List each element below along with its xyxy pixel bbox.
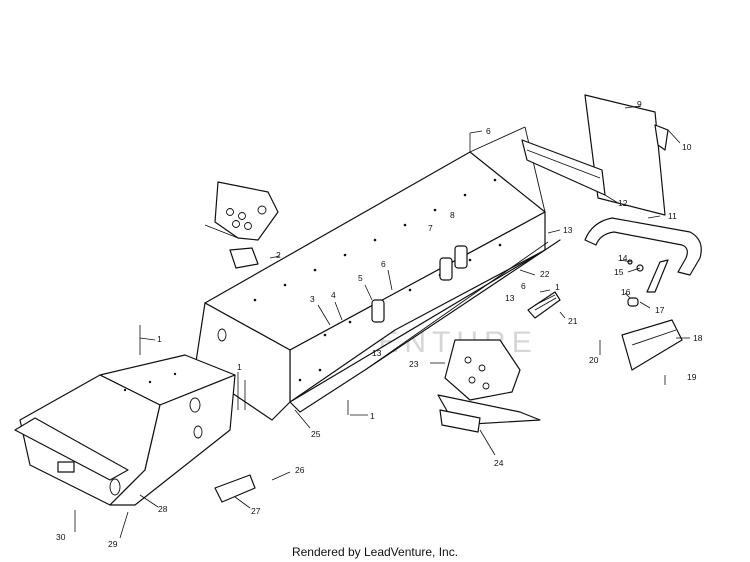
callout-13: 13 — [372, 348, 382, 358]
callout-30: 30 — [56, 532, 66, 542]
callout-14: 14 — [618, 253, 628, 263]
bracket-part-23 — [444, 339, 521, 401]
bracket-part-2 — [204, 181, 279, 269]
handle-part-11 — [584, 217, 702, 293]
callout-7: 7 — [428, 223, 433, 233]
callout-1: 1 — [555, 282, 560, 292]
leader-lines — [74, 105, 690, 539]
callout-24: 24 — [494, 458, 504, 468]
callout-23: 23 — [409, 359, 419, 369]
callout-6: 6 — [381, 259, 386, 269]
front-pan-part-28 — [14, 354, 236, 506]
panel-part-9 — [584, 94, 669, 216]
callout-8: 8 — [450, 210, 455, 220]
callout-26: 26 — [295, 465, 305, 475]
callout-2: 2 — [276, 250, 281, 260]
callout-18: 18 — [693, 333, 703, 343]
callout-3: 3 — [310, 294, 315, 304]
callout-10: 10 — [682, 142, 692, 152]
callout-9: 9 — [637, 99, 642, 109]
callout-20: 20 — [589, 355, 599, 365]
rail-part-24 — [437, 394, 541, 433]
callout-25: 25 — [311, 429, 321, 439]
footrest-part-21 — [527, 291, 561, 319]
callout-1: 1 — [237, 362, 242, 372]
callout-13: 13 — [505, 293, 515, 303]
callout-27: 27 — [251, 506, 261, 516]
callout-6: 6 — [521, 281, 526, 291]
callout-12: 12 — [618, 198, 628, 208]
callout-21: 21 — [568, 316, 578, 326]
callout-17: 17 — [655, 305, 665, 315]
callout-6: 6 — [486, 126, 491, 136]
callout-29: 29 — [108, 539, 118, 549]
callout-11: 11 — [668, 211, 677, 221]
callout-1: 1 — [157, 334, 162, 344]
callout-16: 16 — [621, 287, 631, 297]
plate-part-27 — [214, 474, 256, 503]
callout-13: 13 — [563, 225, 573, 235]
callout-1: 1 — [370, 411, 375, 421]
callout-15: 15 — [614, 267, 624, 277]
main-chassis — [194, 126, 561, 421]
callout-19: 19 — [687, 372, 697, 382]
callout-labels: 6 9 10 12 11 13 8 7 22 14 15 16 17 18 20… — [56, 99, 703, 549]
hardware-right — [621, 259, 683, 371]
callout-22: 22 — [540, 269, 550, 279]
callout-4: 4 — [331, 290, 336, 300]
footer-credit: Rendered by LeadVenture, Inc. — [291, 545, 459, 559]
callout-28: 28 — [158, 504, 168, 514]
callout-5: 5 — [358, 273, 363, 283]
